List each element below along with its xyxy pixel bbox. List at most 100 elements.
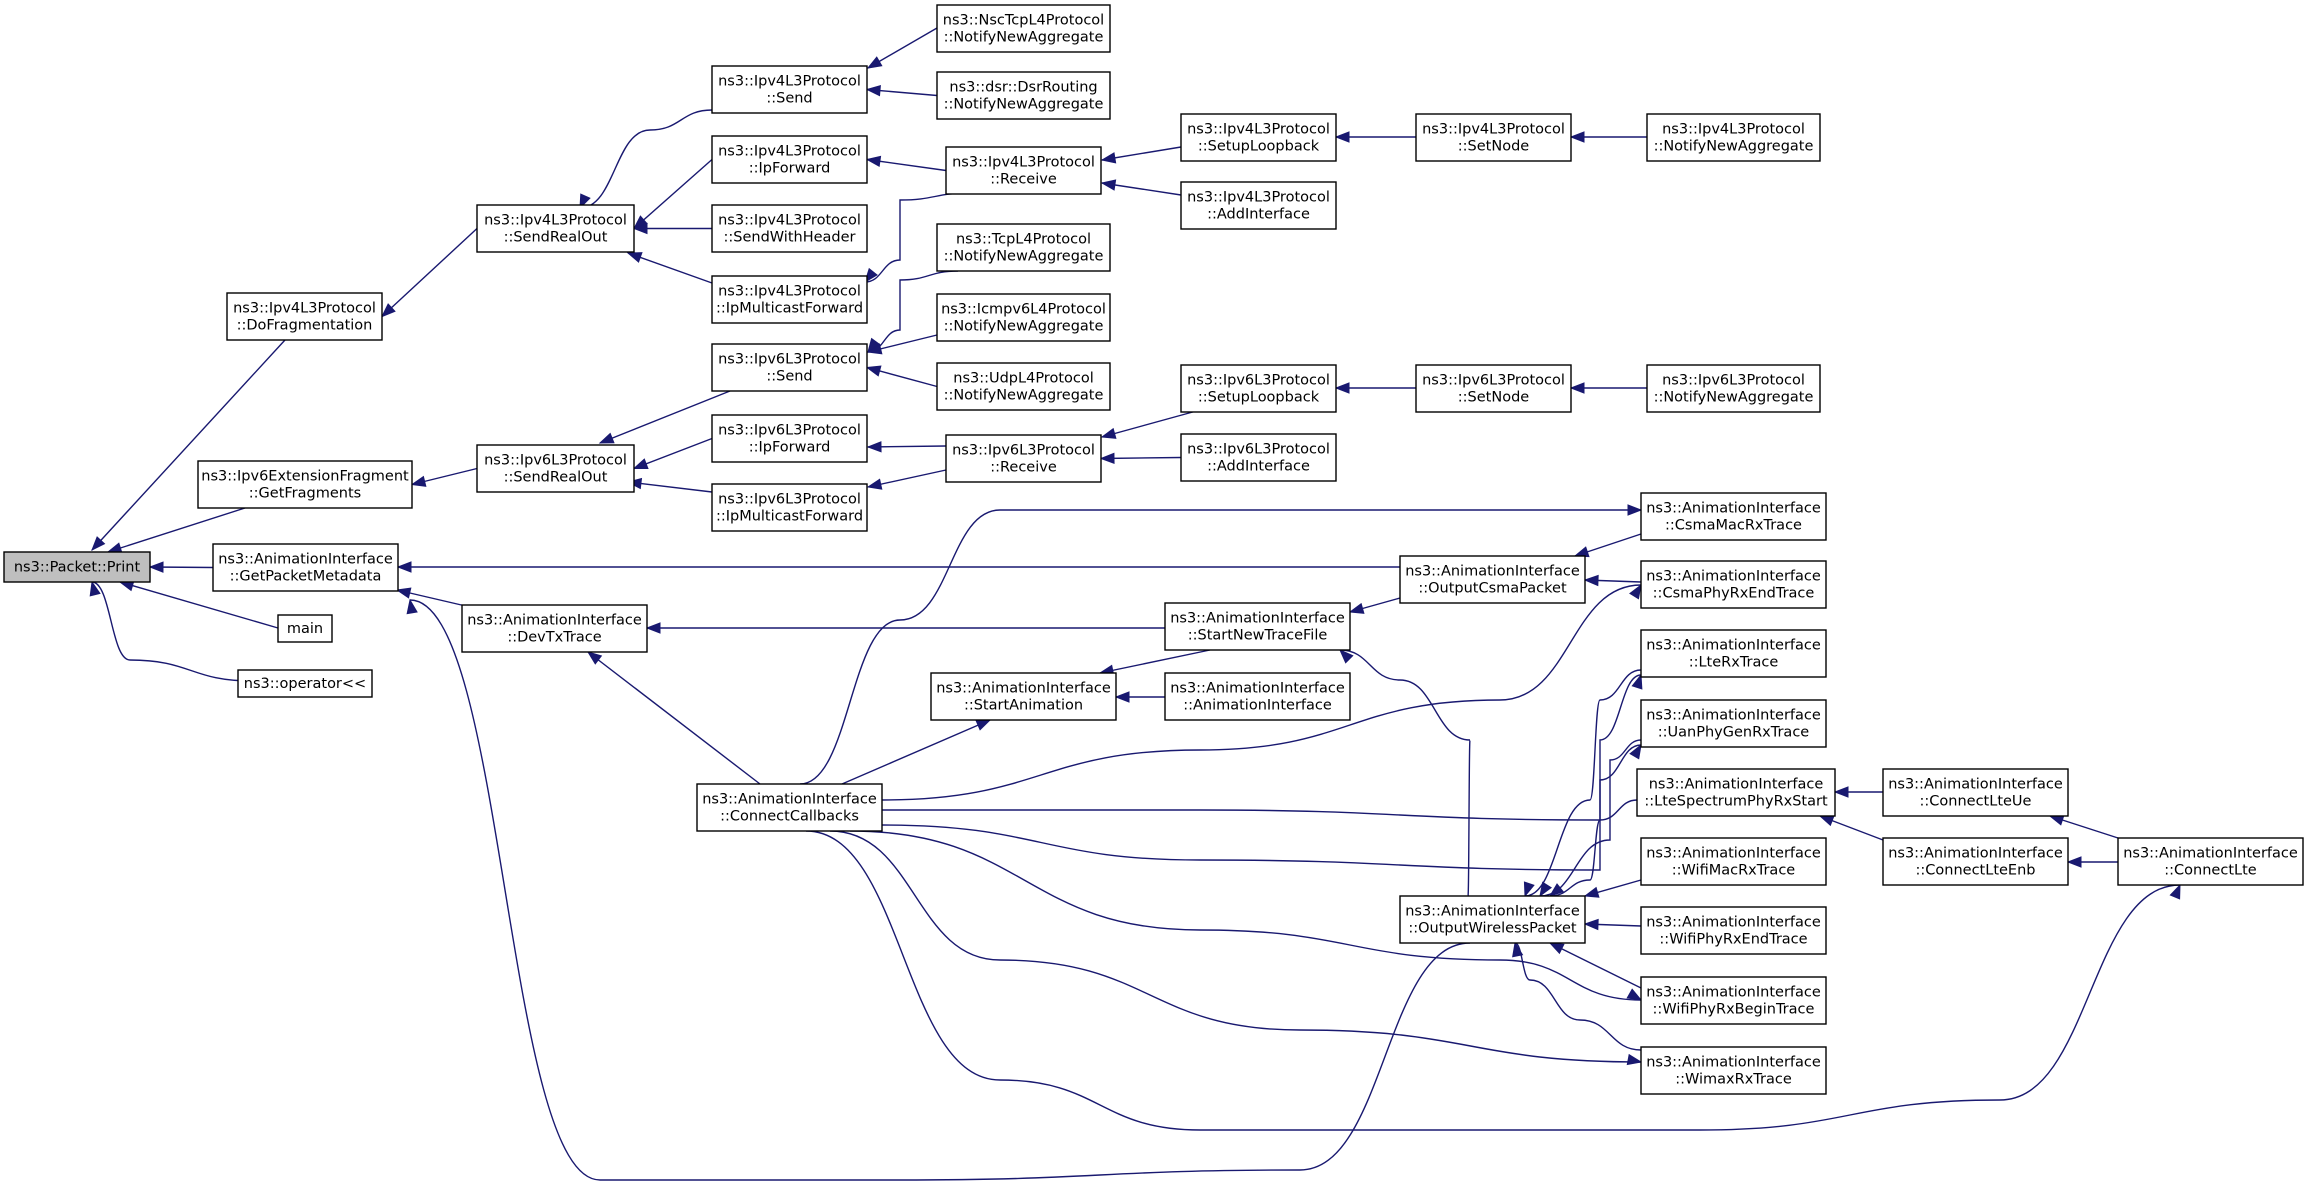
- node-startanim[interactable]: ns3::AnimationInterface::StartAnimation: [930, 672, 1117, 721]
- node-label-getfrag-line-1: ::GetFragments: [249, 486, 361, 502]
- arrowhead-v6loop-to-v6recv: [1100, 427, 1117, 439]
- node-label-wifimac-line-1: ::WifiMacRxTrace: [1672, 863, 1796, 879]
- node-nsctcp[interactable]: ns3::NscTcpL4Protocol::NotifyNewAggregat…: [936, 4, 1111, 53]
- node-v6mcf[interactable]: ns3::Ipv6L3Protocol::IpMulticastForward: [711, 483, 868, 532]
- node-label-v6send-line-1: ::Send: [766, 369, 812, 385]
- node-box-v4sro: [476, 204, 635, 253]
- arrowhead-wifimac-to-owless: [1583, 886, 1600, 898]
- node-v4loop[interactable]: ns3::Ipv4L3Protocol::SetupLoopback: [1180, 113, 1337, 162]
- node-ocsma[interactable]: ns3::AnimationInterface::OutputCsmaPacke…: [1399, 555, 1586, 604]
- node-uanphy[interactable]: ns3::AnimationInterface::UanPhyGenRxTrac…: [1640, 699, 1827, 748]
- arrowhead-udpl4-to-v6send: [865, 365, 882, 377]
- node-v4mcf[interactable]: ns3::Ipv4L3Protocol::IpMulticastForward: [711, 275, 868, 324]
- node-csmamac[interactable]: ns3::AnimationInterface::CsmaMacRxTrace: [1640, 492, 1827, 541]
- node-label-v4setnode-line-0: ns3::Ipv4L3Protocol: [1422, 122, 1565, 138]
- node-csmaphy[interactable]: ns3::AnimationInterface::CsmaPhyRxEndTra…: [1640, 560, 1827, 609]
- node-owless[interactable]: ns3::AnimationInterface::OutputWirelessP…: [1399, 895, 1586, 944]
- node-wifiend[interactable]: ns3::AnimationInterface::WifiPhyRxEndTra…: [1640, 906, 1827, 955]
- node-box-ltespec: [1636, 768, 1836, 817]
- node-box-v6setnode: [1415, 364, 1572, 413]
- arrowhead-lterx-to-owless: [1523, 881, 1535, 898]
- arrowhead-v4sro-to-dofrag: [380, 303, 396, 318]
- node-label-connlteenb-line-1: ::ConnectLteEnb: [1916, 863, 2036, 879]
- node-box-dsr: [936, 71, 1111, 120]
- node-getmeta[interactable]: ns3::AnimationInterface::GetPacketMetada…: [212, 543, 399, 592]
- node-tcpl4[interactable]: ns3::TcpL4Protocol::NotifyNewAggregate: [936, 223, 1111, 272]
- node-oper[interactable]: ns3::operator<<: [237, 669, 373, 698]
- node-wifibegin[interactable]: ns3::AnimationInterface::WifiPhyRxBeginT…: [1640, 976, 1827, 1025]
- node-label-devtx-line-1: ::DevTxTrace: [507, 630, 601, 646]
- node-v4nna[interactable]: ns3::Ipv4L3Protocol::NotifyNewAggregate: [1646, 113, 1821, 162]
- node-v4swh[interactable]: ns3::Ipv4L3Protocol::SendWithHeader: [711, 204, 868, 253]
- node-connlte[interactable]: ns3::AnimationInterface::ConnectLte: [2117, 837, 2304, 886]
- edge-conncb-to-wimax: [829, 830, 1642, 1063]
- node-label-v4addif-line-1: ::AddInterface: [1207, 207, 1310, 223]
- node-print[interactable]: ns3::Packet::Print: [3, 551, 151, 583]
- node-box-print: [3, 551, 151, 583]
- node-v6ipf[interactable]: ns3::Ipv6L3Protocol::IpForward: [711, 414, 868, 463]
- node-main[interactable]: main: [277, 614, 333, 643]
- node-label-conncb-line-1: ::ConnectCallbacks: [720, 809, 859, 825]
- arrowhead-conncb-to-csmaphy: [1629, 583, 1642, 600]
- node-label-wifibegin-line-0: ns3::AnimationInterface: [1646, 985, 1821, 1001]
- node-v4send[interactable]: ns3::Ipv4L3Protocol::Send: [711, 65, 868, 114]
- node-v6recv[interactable]: ns3::Ipv6L3Protocol::Receive: [945, 434, 1102, 483]
- node-v4addif[interactable]: ns3::Ipv4L3Protocol::AddInterface: [1180, 181, 1337, 230]
- edge-v6mcf-to-v6sro: [627, 481, 713, 493]
- node-v6nna[interactable]: ns3::Ipv6L3Protocol::NotifyNewAggregate: [1646, 364, 1821, 413]
- node-connlteenb[interactable]: ns3::AnimationInterface::ConnectLteEnb: [1882, 837, 2069, 886]
- node-label-lterx-line-0: ns3::AnimationInterface: [1646, 638, 1821, 654]
- node-box-lterx: [1640, 629, 1827, 678]
- edge-conncb-to-startanim: [841, 719, 991, 785]
- node-box-udpl4: [936, 362, 1111, 411]
- node-conncb[interactable]: ns3::AnimationInterface::ConnectCallback…: [696, 783, 883, 832]
- node-label-v6nna-line-0: ns3::Ipv6L3Protocol: [1662, 373, 1805, 389]
- node-ltespec[interactable]: ns3::AnimationInterface::LteSpectrumPhyR…: [1636, 768, 1836, 817]
- node-lterx[interactable]: ns3::AnimationInterface::LteRxTrace: [1640, 629, 1827, 678]
- node-v4setnode[interactable]: ns3::Ipv4L3Protocol::SetNode: [1415, 113, 1572, 162]
- node-aictor[interactable]: ns3::AnimationInterface::AnimationInterf…: [1164, 672, 1351, 721]
- node-label-v4setnode-line-1: ::SetNode: [1458, 139, 1530, 155]
- node-v4sro[interactable]: ns3::Ipv4L3Protocol::SendRealOut: [476, 204, 635, 253]
- node-dofrag[interactable]: ns3::Ipv4L3Protocol::DoFragmentation: [226, 292, 383, 341]
- node-label-startanim-line-1: ::StartAnimation: [964, 698, 1083, 714]
- arrowhead-connlteenb-to-ltespec: [1818, 815, 1835, 827]
- arrowhead-conncb-to-devtx: [586, 651, 603, 665]
- node-v6setnode[interactable]: ns3::Ipv6L3Protocol::SetNode: [1415, 364, 1572, 413]
- node-wimax[interactable]: ns3::AnimationInterface::WimaxRxTrace: [1640, 1046, 1827, 1095]
- node-connlteue[interactable]: ns3::AnimationInterface::ConnectLteUe: [1882, 768, 2069, 817]
- node-label-oper-line-0: ns3::operator<<: [244, 676, 366, 692]
- node-box-wifiend: [1640, 906, 1827, 955]
- node-box-conncb: [696, 783, 883, 832]
- node-snt[interactable]: ns3::AnimationInterface::StartNewTraceFi…: [1164, 602, 1351, 651]
- edge-oper-to-print: [91, 581, 253, 682]
- node-label-getfrag-line-0: ns3::Ipv6ExtensionFragment: [201, 469, 409, 485]
- node-icmpv6[interactable]: ns3::Icmpv6L4Protocol::NotifyNewAggregat…: [936, 293, 1111, 342]
- node-label-v6loop-line-1: ::SetupLoopback: [1198, 390, 1320, 406]
- arrowhead-v6nna-to-v6setnode: [1569, 382, 1585, 394]
- node-dsr[interactable]: ns3::dsr::DsrRouting::NotifyNewAggregate: [936, 71, 1111, 120]
- node-box-v6loop: [1180, 364, 1337, 413]
- node-v4ipf[interactable]: ns3::Ipv4L3Protocol::IpForward: [711, 135, 868, 184]
- node-v6send[interactable]: ns3::Ipv6L3Protocol::Send: [711, 343, 868, 392]
- node-devtx[interactable]: ns3::AnimationInterface::DevTxTrace: [461, 604, 648, 653]
- node-v6sro[interactable]: ns3::Ipv6L3Protocol::SendRealOut: [476, 444, 635, 493]
- node-box-startanim: [930, 672, 1117, 721]
- node-label-wifimac-line-0: ns3::AnimationInterface: [1646, 846, 1821, 862]
- node-label-v4loop-line-0: ns3::Ipv4L3Protocol: [1187, 122, 1330, 138]
- arrowhead-csmaphy-to-ocsma: [1583, 574, 1599, 587]
- node-udpl4[interactable]: ns3::UdpL4Protocol::NotifyNewAggregate: [936, 362, 1111, 411]
- node-v6addif[interactable]: ns3::Ipv6L3Protocol::AddInterface: [1180, 433, 1337, 482]
- node-v6loop[interactable]: ns3::Ipv6L3Protocol::SetupLoopback: [1180, 364, 1337, 413]
- node-box-connlteenb: [1882, 837, 2069, 886]
- node-label-v4ipf-line-1: ::IpForward: [749, 161, 831, 177]
- node-label-v4loop-line-1: ::SetupLoopback: [1198, 139, 1320, 155]
- node-getfrag[interactable]: ns3::Ipv6ExtensionFragment::GetFragments: [197, 460, 413, 509]
- node-box-v6ipf: [711, 414, 868, 463]
- node-wifimac[interactable]: ns3::AnimationInterface::WifiMacRxTrace: [1640, 837, 1827, 886]
- node-label-nsctcp-line-0: ns3::NscTcpL4Protocol: [943, 13, 1104, 29]
- node-v4recv[interactable]: ns3::Ipv4L3Protocol::Receive: [945, 146, 1102, 195]
- arrowhead-uanphy-to-owless: [1539, 881, 1553, 898]
- node-label-connlte-line-0: ns3::AnimationInterface: [2123, 846, 2298, 862]
